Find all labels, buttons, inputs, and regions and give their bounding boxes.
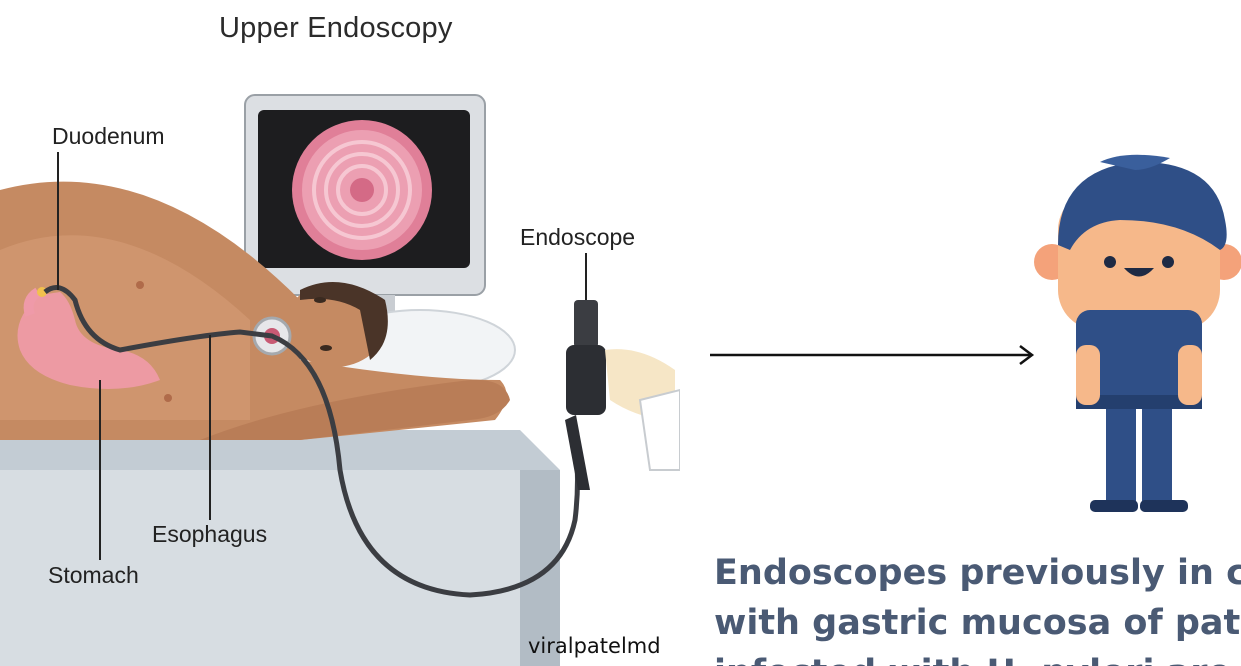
label-esophagus: Esophagus [152, 521, 267, 548]
label-stomach: Stomach [48, 562, 139, 589]
caption-line-2: with gastric mucosa of patien [714, 598, 1241, 648]
caption-line-3: infected with H. pylori are us [714, 648, 1241, 666]
diagram-title: Upper Endoscopy [219, 12, 453, 45]
caption: Endoscopes previously in con with gastri… [714, 548, 1241, 666]
exam-table [0, 430, 560, 666]
endoscope-handle [565, 300, 680, 490]
watermark: viralpatelmd [528, 634, 661, 658]
label-endoscope: Endoscope [520, 224, 635, 251]
cartoon-person-icon [1030, 150, 1241, 520]
label-duodenum: Duodenum [52, 123, 165, 150]
caption-line-1: Endoscopes previously in con [714, 548, 1241, 598]
arrow-right-icon [708, 343, 1038, 367]
